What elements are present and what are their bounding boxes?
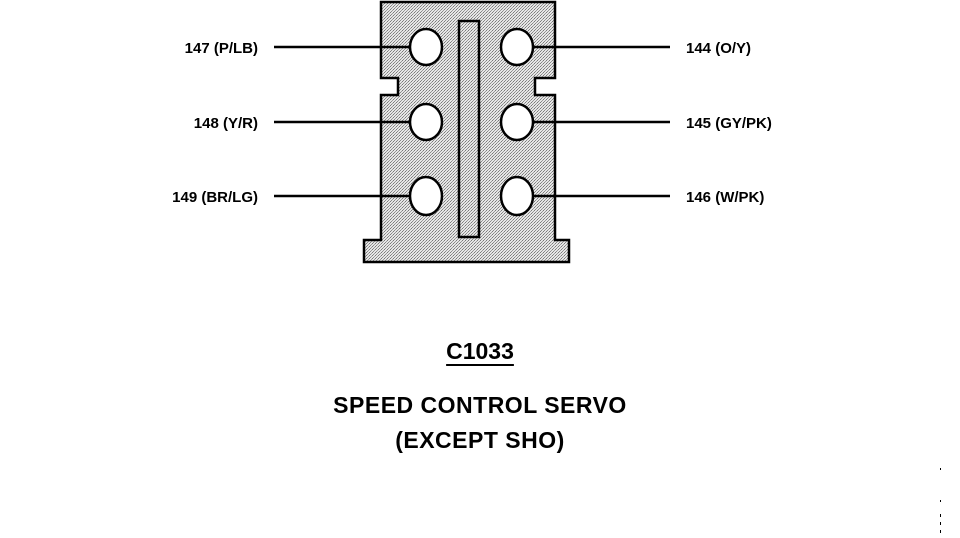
- connector-title-line-2: (EXCEPT SHO): [395, 427, 565, 453]
- center-lock-tab: [457, 19, 481, 239]
- pin-label-147: 147 (P/LB): [185, 40, 258, 57]
- pin-label-149: 149 (BR/LG): [172, 189, 258, 206]
- pin-cavity-144: [499, 27, 535, 67]
- pin-label-144: 144 (O/Y): [686, 40, 751, 57]
- pin-label-148: 148 (Y/R): [194, 115, 258, 132]
- pin-cavity-147: [408, 27, 444, 67]
- leader-lines: [274, 45, 670, 198]
- connector-title-line-1: SPEED CONTROL SERVO: [333, 392, 627, 418]
- pin-label-145: 145 (GY/PK): [686, 115, 772, 132]
- pin-cavity-146: [499, 175, 535, 217]
- pin-cavities: [408, 27, 535, 217]
- connector-id-text: C1033: [446, 338, 514, 364]
- pin-cavity-149: [408, 175, 444, 217]
- pin-cavity-148: [408, 102, 444, 142]
- pin-cavity-145: [499, 102, 535, 142]
- pin-label-146: 146 (W/PK): [686, 189, 764, 206]
- scan-artifacts: [940, 468, 941, 533]
- connector-id: C1033: [0, 338, 960, 365]
